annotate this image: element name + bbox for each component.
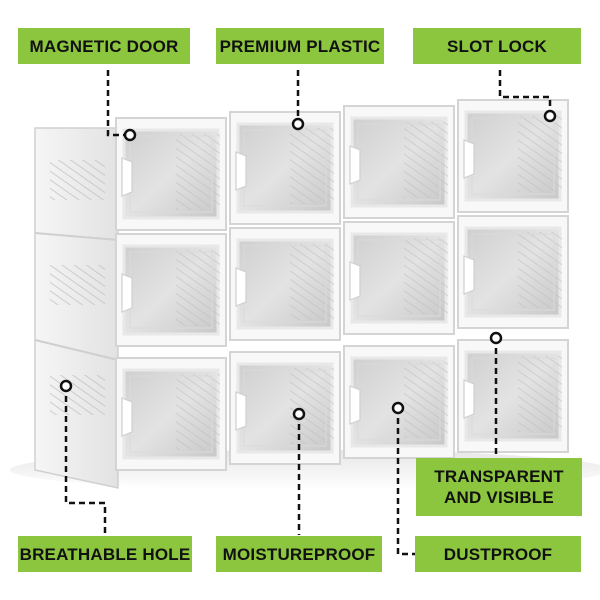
moistureproof-label: MOISTUREPROOF [216, 536, 382, 572]
transparent-label-line2: AND VISIBLE [444, 488, 554, 507]
slot-lock-label: SLOT LOCK [413, 28, 581, 64]
transparent-visible-label: TRANSPARENT AND VISIBLE [416, 458, 582, 516]
callout-dots [59, 109, 557, 421]
side-panel [34, 127, 119, 489]
dustproof-label: DUSTPROOF [415, 536, 581, 572]
drawer-door [229, 351, 341, 465]
callout-lines [64, 70, 552, 556]
drawer-door [457, 339, 569, 453]
door-grid [115, 99, 569, 471]
breathable-hole-label: BREATHABLE HOLE [18, 536, 192, 572]
drawer-door [343, 221, 455, 335]
drawer-door [229, 111, 341, 225]
drawer-door [115, 117, 227, 231]
drawer-door [115, 233, 227, 347]
premium-plastic-label: PREMIUM PLASTIC [216, 28, 384, 64]
drawer-door [115, 357, 227, 471]
drawer-door [457, 215, 569, 329]
drawer-door [343, 105, 455, 219]
transparent-label-line1: TRANSPARENT [434, 467, 564, 486]
magnetic-door-label: MAGNETIC DOOR [18, 28, 190, 64]
drawer-door [229, 227, 341, 341]
